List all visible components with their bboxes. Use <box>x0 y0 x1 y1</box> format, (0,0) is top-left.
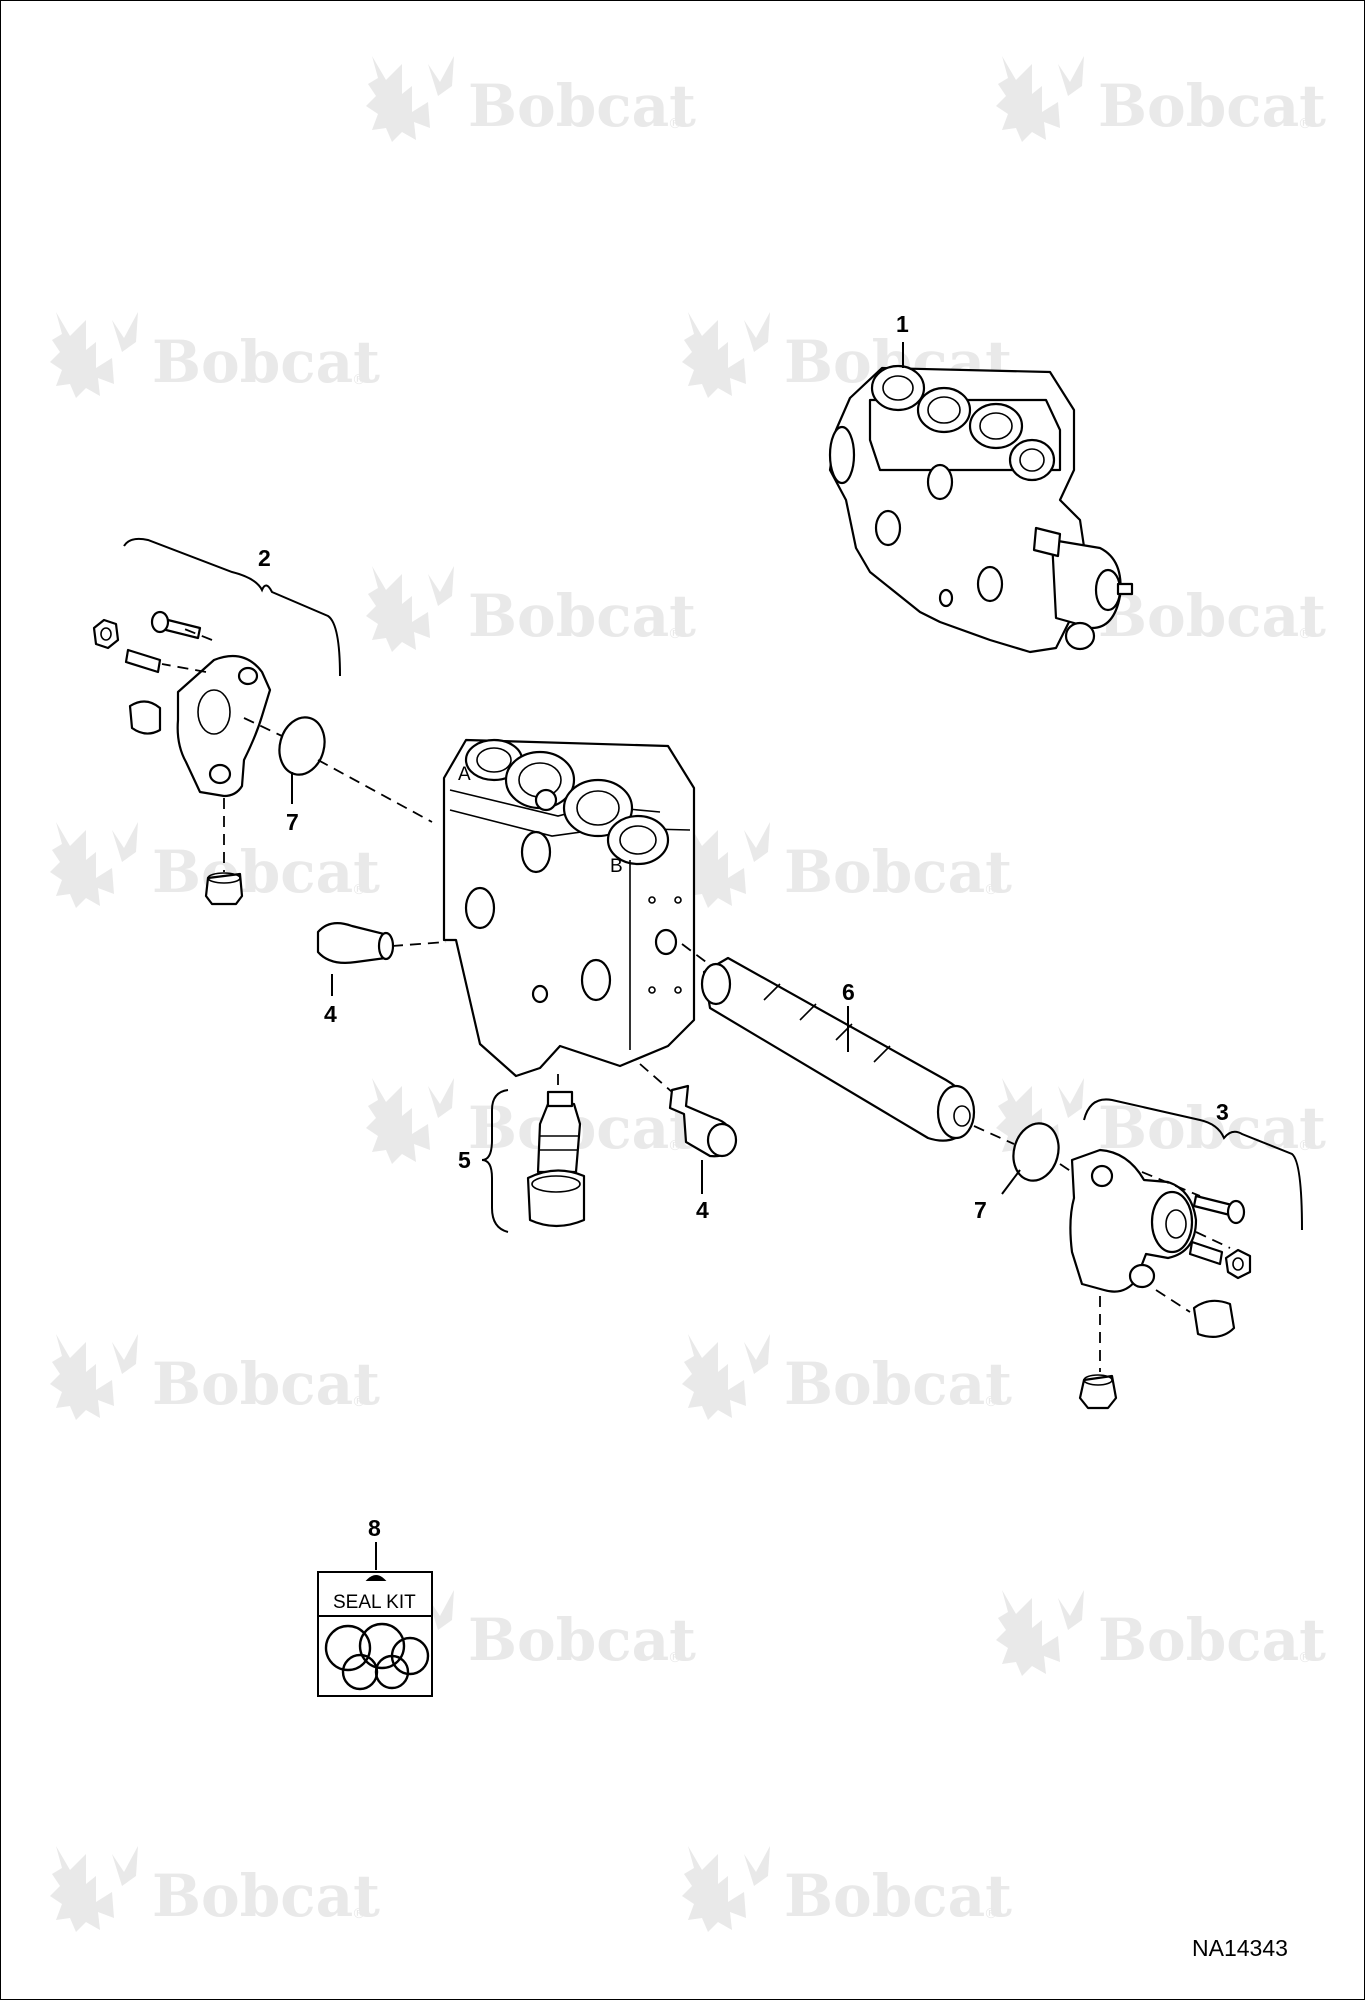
watermark: Bobcat ® <box>996 56 1326 142</box>
watermark-text: Bobcat <box>152 1350 380 1418</box>
watermark: Bobcat ® <box>366 56 696 142</box>
end-cap-right-assembly <box>1069 1148 1252 1410</box>
watermark-reg: ® <box>668 1650 682 1666</box>
watermark-text: Bobcat <box>152 1862 380 1930</box>
callout-7-left: 7 <box>286 809 299 835</box>
watermark-text: Bobcat <box>784 1862 1012 1930</box>
check-valve-left <box>316 921 395 964</box>
relief-valve-plug <box>526 1169 586 1228</box>
valve-body-section: A B <box>442 738 696 1078</box>
o-rings-icon <box>324 1622 430 1691</box>
watermark-layer: Bobcat ® Bobcat ® Bobcat ® Bobcat ® Bobc… <box>50 56 1326 1932</box>
bottom-plug <box>204 872 244 906</box>
o-ring-left <box>278 716 326 776</box>
watermark: Bobcat ® <box>366 1078 696 1164</box>
watermark-reg: ® <box>984 1906 998 1922</box>
callout-5: 5 <box>458 1147 471 1173</box>
watermark-text: Bobcat <box>1098 582 1326 650</box>
spool <box>700 956 976 1142</box>
watermark-reg: ® <box>668 626 682 642</box>
watermark: Bobcat ® <box>50 1846 380 1932</box>
drawing-id: NA14343 <box>1192 1935 1288 1961</box>
watermark-reg: ® <box>1298 1650 1312 1666</box>
watermark: Bobcat ® <box>50 312 380 398</box>
watermark-text: Bobcat <box>468 1606 696 1674</box>
plug <box>128 700 162 735</box>
watermark: Bobcat ® <box>682 1846 1012 1932</box>
watermark-text: Bobcat <box>152 838 380 906</box>
watermark: Bobcat ® <box>682 822 1012 908</box>
watermark-reg: ® <box>668 116 682 132</box>
stud-right <box>1188 1240 1224 1266</box>
brace-part-5 <box>481 1089 509 1233</box>
watermark-text: Bobcat <box>784 1350 1012 1418</box>
seal-kit-label: SEAL KIT <box>333 1592 416 1613</box>
bolt-right <box>1192 1194 1246 1225</box>
bottom-plug-right <box>1078 1374 1118 1410</box>
watermark-reg: ® <box>984 1394 998 1410</box>
assembly-lines <box>161 627 1231 1372</box>
watermark-reg: ® <box>1298 116 1312 132</box>
watermark: Bobcat ® <box>996 1590 1326 1676</box>
watermark-text: Bobcat <box>468 582 696 650</box>
plug-right <box>1192 1299 1236 1339</box>
check-valve-right <box>668 1084 738 1158</box>
port-b-label: B <box>610 856 623 877</box>
watermark: Bobcat ® <box>50 822 380 908</box>
watermark: Bobcat ® <box>996 566 1326 652</box>
watermark-reg: ® <box>352 1906 366 1922</box>
watermark-text: Bobcat <box>1098 72 1326 140</box>
watermark-text: Bobcat <box>468 1094 696 1162</box>
bolt <box>150 610 202 640</box>
watermark-reg: ® <box>1298 626 1312 642</box>
watermark-text: Bobcat <box>468 72 696 140</box>
watermark: Bobcat ® <box>366 1590 696 1676</box>
port-a-label: A <box>458 764 471 785</box>
watermark-text: Bobcat <box>784 838 1012 906</box>
stud <box>124 648 162 674</box>
callout-8: 8 <box>368 1515 381 1541</box>
callouts: 1 2 3 4 4 5 6 7 7 8 <box>258 311 1229 1541</box>
watermark: Bobcat ® <box>682 1334 1012 1420</box>
watermark: Bobcat ® <box>366 566 696 652</box>
brace-part-3 <box>1083 1098 1303 1231</box>
hex-nut-right <box>1224 1248 1252 1280</box>
watermark-text: Bobcat <box>1098 1606 1326 1674</box>
seal-kit-box: SEAL KIT <box>317 1571 433 1697</box>
callout-4-right: 4 <box>696 1197 709 1223</box>
hex-nut <box>92 618 120 650</box>
callout-3: 3 <box>1216 1099 1229 1125</box>
callout-6: 6 <box>842 979 855 1005</box>
callout-1: 1 <box>896 311 909 337</box>
callout-2: 2 <box>258 545 271 571</box>
watermark-reg: ® <box>1298 1138 1312 1154</box>
watermark-reg: ® <box>352 1394 366 1410</box>
watermark-text: Bobcat <box>152 328 380 396</box>
bag-icon <box>365 1575 387 1581</box>
watermark-reg: ® <box>668 1138 682 1154</box>
callout-7-right: 7 <box>974 1197 987 1223</box>
leader-lines <box>291 342 1021 1570</box>
watermark-reg: ® <box>984 882 998 898</box>
watermark: Bobcat ® <box>50 1334 380 1420</box>
valve-section-assembly <box>828 364 1134 654</box>
watermark-reg: ® <box>352 372 366 388</box>
brace-part-2 <box>123 537 341 677</box>
callout-4-left: 4 <box>324 1001 337 1027</box>
o-ring-right <box>1012 1122 1060 1182</box>
end-cap-left-assembly <box>92 610 272 906</box>
relief-valve-cartridge <box>536 1090 582 1174</box>
watermark-reg: ® <box>352 882 366 898</box>
